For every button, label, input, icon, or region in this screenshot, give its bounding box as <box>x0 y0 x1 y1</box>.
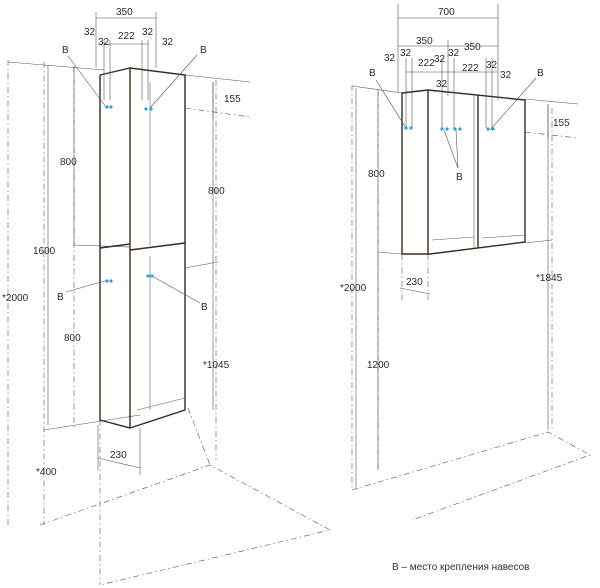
left-b-leader <box>151 275 201 304</box>
dim-label: 800 <box>64 333 81 344</box>
dim-label: 32 <box>434 54 446 65</box>
dim-label: 32 <box>384 53 396 64</box>
dim-label: 155 <box>553 118 570 129</box>
dim-label: 222 <box>118 31 135 42</box>
right-cabinet-front <box>401 89 526 255</box>
mount-label-b: B <box>369 68 376 79</box>
dim-label: 155 <box>224 94 241 105</box>
dim-label: 32 <box>400 48 412 59</box>
dim-label: *400 <box>36 467 57 478</box>
mount-point <box>109 279 113 283</box>
left-inner-line <box>136 397 186 411</box>
mount-point <box>404 126 408 130</box>
mount-point <box>453 127 457 131</box>
right-b-leader <box>443 129 459 169</box>
mount-label-b: B <box>456 172 463 183</box>
left-bottom-ext <box>43 414 141 431</box>
left-unit: 350 32 32 222 32 32 155 800 800 1600 *20… <box>2 7 331 586</box>
dim-label: 222 <box>418 58 435 69</box>
left-1600-ext <box>73 244 131 248</box>
dim-label: 350 <box>416 36 433 47</box>
dim-label: 800 <box>208 186 225 197</box>
dim-label: 32 <box>448 48 460 59</box>
mount-point <box>445 127 449 131</box>
right-inner-line <box>431 236 475 241</box>
dim-label: 32 <box>162 37 174 48</box>
dim-label: 32 <box>84 27 96 38</box>
right-depth-dim <box>399 287 431 295</box>
dim-label: 1600 <box>33 246 56 257</box>
right-155-ext <box>524 131 579 139</box>
dim-label: *1045 <box>203 360 230 371</box>
left-b-leader <box>67 55 107 108</box>
dim-label: 700 <box>438 7 455 18</box>
mount-point <box>144 107 148 111</box>
left-mid-ext <box>184 261 219 269</box>
right-inner-line <box>481 234 526 239</box>
left-b-leader <box>149 54 198 109</box>
left-shelf-line <box>129 242 186 251</box>
right-b-leader <box>489 77 537 131</box>
mount-point <box>486 127 490 131</box>
mount-point <box>458 127 462 131</box>
dim-label: 800 <box>60 157 77 168</box>
dim-label: 350 <box>464 42 481 53</box>
right-bottom-ext <box>377 251 403 255</box>
dim-label: 230 <box>110 450 127 461</box>
mount-point <box>491 127 495 131</box>
mount-point <box>105 279 109 283</box>
right-b-leader <box>455 129 459 169</box>
right-bottom-ext <box>524 239 553 244</box>
left-floor-outline <box>39 464 331 586</box>
mount-label-b: B <box>57 292 64 303</box>
left-shelf-line <box>99 243 131 249</box>
mount-point <box>146 274 150 278</box>
legend-text: B – место крепления навесов <box>392 562 530 573</box>
dim-label: 32 <box>486 60 498 71</box>
dim-label: 1200 <box>367 360 390 371</box>
dim-label: 222 <box>462 63 479 74</box>
left-b-leader <box>65 279 109 293</box>
right-floor-outline <box>351 431 591 521</box>
dim-label: *1845 <box>536 273 563 284</box>
right-unit: 700 350 350 32 32 222 32 32 222 32 32 32… <box>340 4 591 521</box>
right-top-ext <box>524 98 579 105</box>
dim-label: 32 <box>98 37 110 48</box>
mount-point <box>409 126 413 130</box>
mount-label-b: B <box>62 45 69 56</box>
left-top-ext <box>184 74 251 83</box>
mount-point <box>105 105 109 109</box>
dim-label: *2000 <box>2 293 29 304</box>
mount-point <box>440 127 444 131</box>
dim-label: 32 <box>436 79 448 90</box>
left-top-ext <box>7 61 105 71</box>
left-depth-dim <box>97 457 141 469</box>
dim-label: 32 <box>142 27 154 38</box>
dim-label: 350 <box>116 7 133 18</box>
dim-label: 800 <box>368 169 385 180</box>
right-b-leader <box>375 79 407 129</box>
mount-label-b: B <box>200 45 207 56</box>
dim-label: 230 <box>406 277 423 288</box>
right-top-ext <box>351 85 403 94</box>
mount-label-b: B <box>201 302 208 313</box>
left-155-ext <box>184 107 251 118</box>
left-ext-line <box>187 407 211 466</box>
dim-label: *2000 <box>340 283 367 294</box>
mount-point <box>150 274 154 278</box>
mount-point <box>109 105 113 109</box>
dim-label: 32 <box>500 70 512 81</box>
mount-point <box>149 107 153 111</box>
mount-label-b: B <box>537 68 544 79</box>
